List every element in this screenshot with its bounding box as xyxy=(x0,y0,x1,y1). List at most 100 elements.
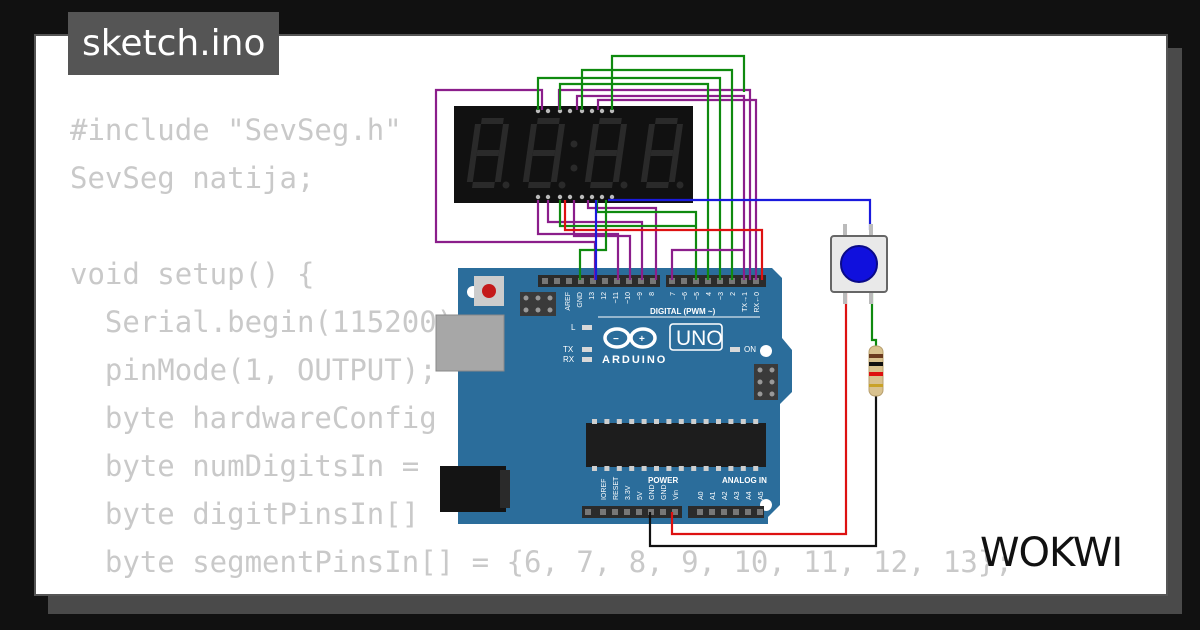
digital-pin-label: 12 xyxy=(601,292,608,300)
code-line: byte numDigitsIn = xyxy=(70,449,437,483)
display-dot xyxy=(558,181,566,189)
wire-green xyxy=(558,82,710,280)
chip-pin xyxy=(666,466,672,471)
chip-pin xyxy=(604,419,610,424)
header-holes xyxy=(542,278,763,515)
push-button[interactable] xyxy=(830,224,888,304)
header-hole xyxy=(709,509,715,515)
chip-pin xyxy=(691,419,697,424)
icsp-header xyxy=(520,292,556,316)
digital-pin-label: ~6 xyxy=(682,292,689,300)
arduino-infinity-icon xyxy=(603,327,657,349)
wire-purple xyxy=(586,200,658,280)
wires xyxy=(434,54,878,548)
model-badge xyxy=(669,323,723,351)
header-hole xyxy=(650,278,656,284)
reset-button-cap[interactable] xyxy=(482,284,496,298)
usb-port xyxy=(435,314,505,372)
header-hole xyxy=(614,278,620,284)
display-segment xyxy=(668,153,679,182)
digital-pin-label: AREF xyxy=(565,292,572,311)
analog-pin-label: A4 xyxy=(746,491,753,500)
microcontroller-chip xyxy=(586,423,766,467)
display-segment xyxy=(466,153,477,182)
display-segment xyxy=(584,153,595,182)
chip-pin xyxy=(629,466,635,471)
header-hole xyxy=(717,278,723,284)
header-hole xyxy=(578,278,584,284)
display-dot xyxy=(620,181,628,189)
power-label: POWER xyxy=(648,476,678,485)
led-l xyxy=(582,325,592,330)
header-hole xyxy=(721,509,727,515)
wire-red xyxy=(670,292,848,536)
digital-label: DIGITAL (PWM ~) xyxy=(650,307,716,316)
display-segment xyxy=(640,153,651,182)
display-dot xyxy=(676,181,684,189)
display-segment xyxy=(536,118,560,124)
header-hole xyxy=(745,509,751,515)
brand-label: ARDUINO xyxy=(602,354,667,366)
chip-pin xyxy=(654,466,659,471)
seven-segment-display xyxy=(454,106,693,203)
chip-pin xyxy=(629,419,635,424)
power-pin-label: 5V xyxy=(637,491,644,500)
digital-pin-label: 4 xyxy=(706,292,713,296)
chip-pin xyxy=(728,419,734,424)
header-hole xyxy=(729,278,735,284)
wire-black xyxy=(648,396,878,548)
display-pin xyxy=(567,194,573,200)
chip-pin xyxy=(654,419,659,424)
analog-label: ANALOG IN xyxy=(722,476,767,485)
display-segment xyxy=(472,182,495,188)
power-pin-label: IOREF xyxy=(601,479,608,500)
display-segment xyxy=(646,182,669,188)
mounting-hole xyxy=(760,345,772,357)
power-pin-label: RESET xyxy=(613,476,620,500)
display-pin xyxy=(589,194,595,200)
header-hole xyxy=(590,278,596,284)
chip-pin xyxy=(678,419,684,424)
power-pin-label: 3.3V xyxy=(625,485,632,500)
display-dot xyxy=(502,181,510,189)
analog-pin-label: A3 xyxy=(734,491,741,500)
display-segment xyxy=(522,153,533,182)
display-pin xyxy=(579,194,585,200)
code-line: Serial.begin(115200); xyxy=(70,305,472,339)
wokwi-logo: WOKWI xyxy=(980,530,1123,576)
header-hole xyxy=(638,278,644,284)
header-hole xyxy=(693,278,699,284)
chip-pin xyxy=(592,466,597,471)
wire-green xyxy=(580,68,734,280)
header-hole xyxy=(672,509,678,515)
display-segment xyxy=(594,150,618,156)
display-segment xyxy=(498,124,509,153)
push-button-cap[interactable] xyxy=(840,245,878,283)
chip-pin xyxy=(716,419,721,424)
display-segment xyxy=(672,124,683,153)
header-hole xyxy=(681,278,687,284)
digital-pin-label: 7 xyxy=(670,292,677,296)
analog-pin-label: A2 xyxy=(722,491,729,500)
header-hole xyxy=(566,278,572,284)
resistor-band xyxy=(869,362,883,366)
power-pin-label: Vin xyxy=(673,490,680,500)
wire-green xyxy=(870,292,878,350)
power-jack xyxy=(440,466,506,512)
display-segment xyxy=(526,124,537,153)
header-hole xyxy=(554,278,560,284)
digital-pin-label: 8 xyxy=(649,292,656,296)
chip-pin xyxy=(678,466,684,471)
chip-pin xyxy=(740,466,746,471)
chip-pin xyxy=(703,466,709,471)
display-colon xyxy=(570,140,578,148)
display-segment xyxy=(494,153,505,182)
header-hole xyxy=(660,509,666,515)
resistor xyxy=(868,345,884,397)
display-pin xyxy=(609,194,615,200)
file-name-tab: sketch.ino xyxy=(68,12,280,75)
resistor-band xyxy=(869,384,883,387)
wire-green xyxy=(536,76,722,280)
